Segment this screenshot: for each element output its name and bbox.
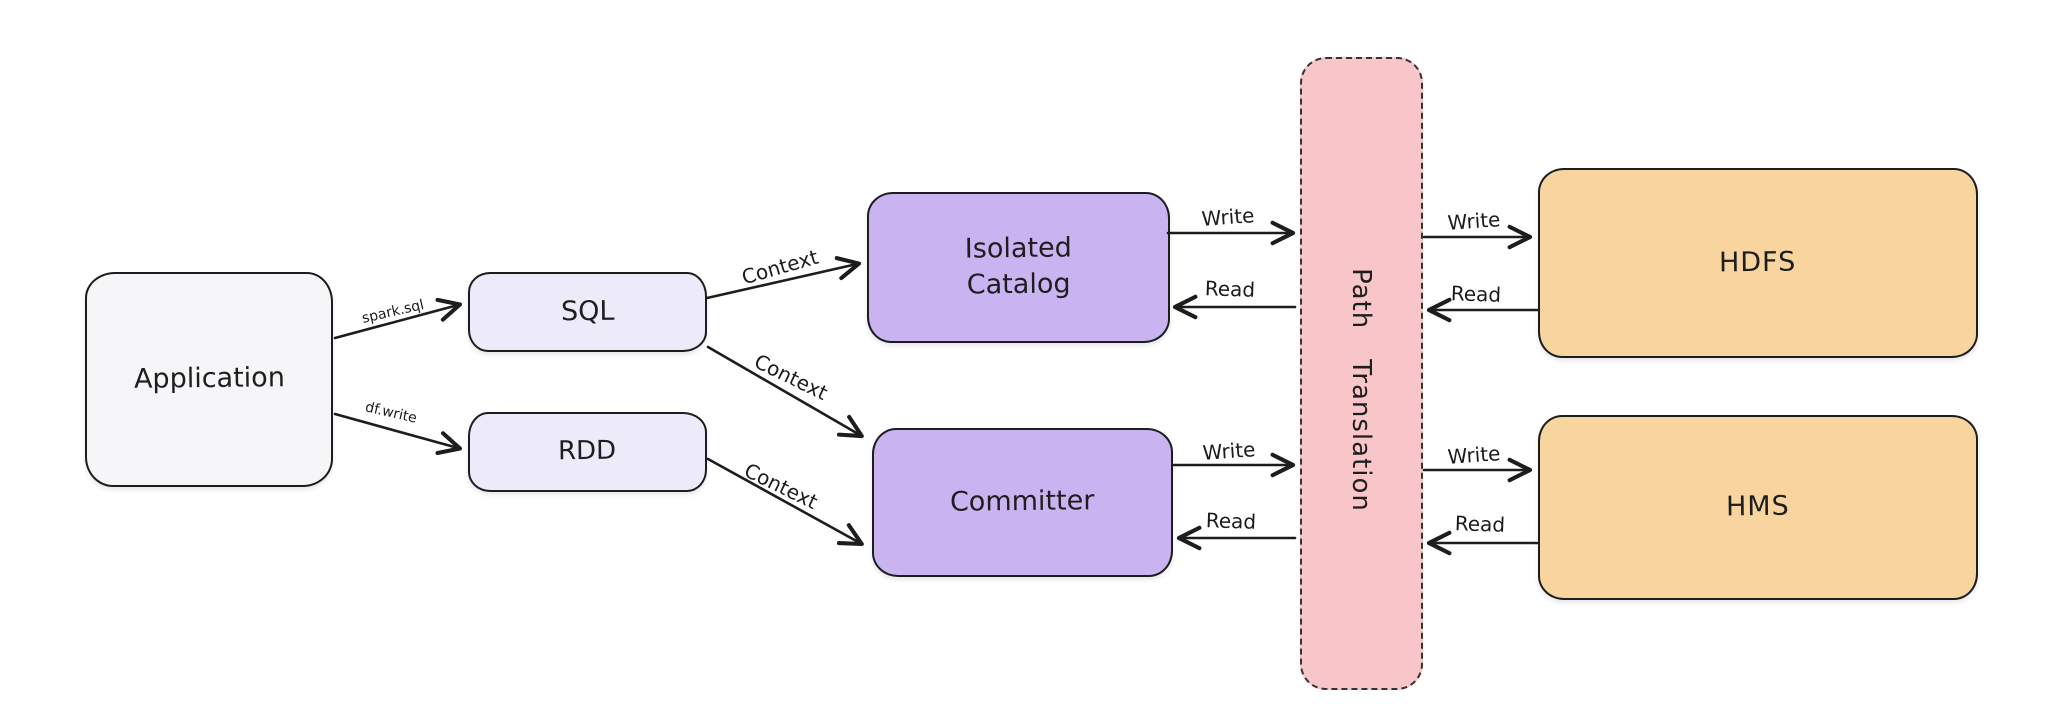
node-sql-label: SQL [560, 295, 615, 328]
edge-label-read-path-committer: Read [1205, 508, 1257, 534]
node-hms-label: HMS [1725, 490, 1791, 523]
node-committer-label: Committer [950, 485, 1095, 519]
node-sql: SQL [468, 272, 707, 352]
edge-label-write-path-hdfs: Write [1446, 207, 1502, 235]
edge-label-read-hdfs-path: Read [1450, 281, 1502, 307]
node-rdd-label: RDD [558, 436, 617, 467]
node-hdfs: HDFS [1538, 168, 1978, 358]
translation-word: Translation [1346, 359, 1376, 512]
edge-label-context-sql-catalog: Context [739, 244, 821, 290]
node-hdfs-label: HDFS [1719, 246, 1797, 279]
edge-label-read-path-catalog: Read [1204, 276, 1256, 302]
edge-label-spark-sql: spark.sql [360, 297, 426, 327]
node-application-label: Application [133, 362, 285, 396]
node-application: Application [85, 272, 333, 487]
path-word: Path [1346, 268, 1376, 330]
edge-label-context-rdd-committer: Context [740, 458, 822, 514]
node-committer: Committer [872, 428, 1173, 577]
node-isolated-catalog-label: Isolated Catalog [964, 232, 1072, 302]
edge-label-df-write: df.write [363, 399, 419, 427]
node-isolated-catalog: Isolated Catalog [867, 192, 1170, 343]
edge-label-write-committer-path: Write [1201, 437, 1257, 465]
edge-label-write-catalog-path: Write [1200, 203, 1256, 231]
node-rdd: RDD [468, 412, 707, 492]
edge-label-context-sql-committer: Context [750, 349, 832, 405]
edge-label-read-hms-path: Read [1454, 511, 1506, 537]
node-path-translation-label: Path Translation [1346, 268, 1376, 512]
node-path-translation [1300, 57, 1423, 690]
edge-label-write-path-hms: Write [1446, 441, 1502, 469]
node-hms: HMS [1538, 415, 1978, 600]
